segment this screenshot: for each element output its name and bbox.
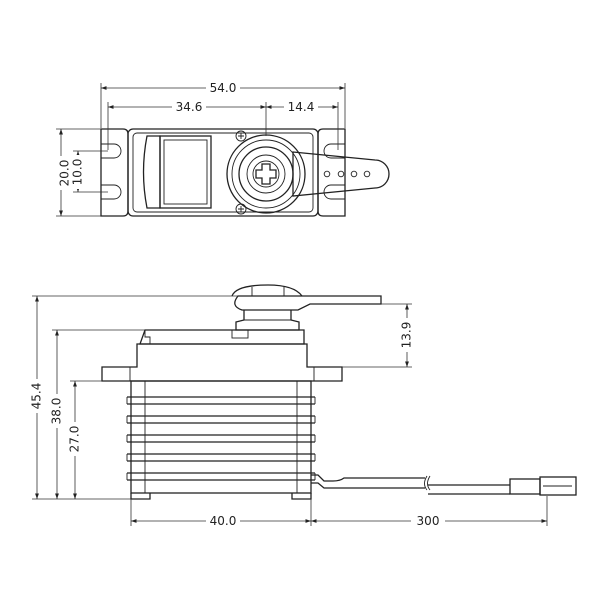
- svg-text:13.9: 13.9: [400, 322, 414, 349]
- dim-13-9: 13.9: [342, 303, 415, 368]
- connector: [509, 478, 541, 495]
- svg-text:20.0: 20.0: [58, 160, 72, 187]
- servo-horn-side: [234, 295, 382, 311]
- horn-hub: [238, 146, 294, 202]
- servo-case-top: [127, 128, 319, 217]
- dim-34-6: 34.6: [107, 99, 267, 150]
- dim-38: 38.0: [49, 329, 145, 499]
- gear-case-top: [139, 329, 305, 345]
- horn-hole-1: [323, 170, 331, 178]
- dim-54: 54.0: [100, 80, 346, 128]
- label-plate: [159, 135, 212, 209]
- svg-text:300: 300: [417, 514, 440, 528]
- horn-hole-2: [337, 170, 345, 178]
- servo-horn: [292, 151, 390, 197]
- lower-body-side: [130, 380, 312, 494]
- mounting-slots: [101, 143, 345, 200]
- svg-text:45.4: 45.4: [30, 383, 44, 410]
- bottom-feet: [130, 493, 312, 500]
- svg-text:14.4: 14.4: [288, 100, 315, 114]
- svg-text:10.0: 10.0: [71, 159, 85, 186]
- dim-20: 20.0: [53, 128, 101, 217]
- dim-27: 27.0: [67, 380, 102, 499]
- svg-text:27.0: 27.0: [68, 426, 82, 453]
- screw-top: [235, 130, 247, 142]
- mounting-flange: [100, 128, 346, 217]
- cable: [311, 474, 510, 495]
- dim-300: 300: [311, 496, 548, 528]
- side-view: 45.4 38.0 27.0 13.9 40.0: [29, 284, 577, 528]
- svg-text:54.0: 54.0: [210, 81, 237, 95]
- svg-text:34.6: 34.6: [176, 100, 203, 114]
- top-view: 54.0 34.6 14.4 20.0 10.0: [53, 80, 390, 217]
- dim-45-4: 45.4: [29, 295, 238, 500]
- dim-40: 40.0: [130, 499, 312, 528]
- dim-10: 10.0: [70, 150, 108, 193]
- upper-body-side: [101, 343, 343, 382]
- label-window: [142, 135, 161, 209]
- center-screw-icon: [255, 163, 277, 185]
- cooling-fins: [126, 381, 316, 493]
- horn-hole-3: [350, 170, 358, 178]
- svg-text:40.0: 40.0: [210, 514, 237, 528]
- dim-14-4: 14.4: [266, 99, 339, 150]
- horn-hole-4: [363, 170, 371, 178]
- svg-text:38.0: 38.0: [50, 398, 64, 425]
